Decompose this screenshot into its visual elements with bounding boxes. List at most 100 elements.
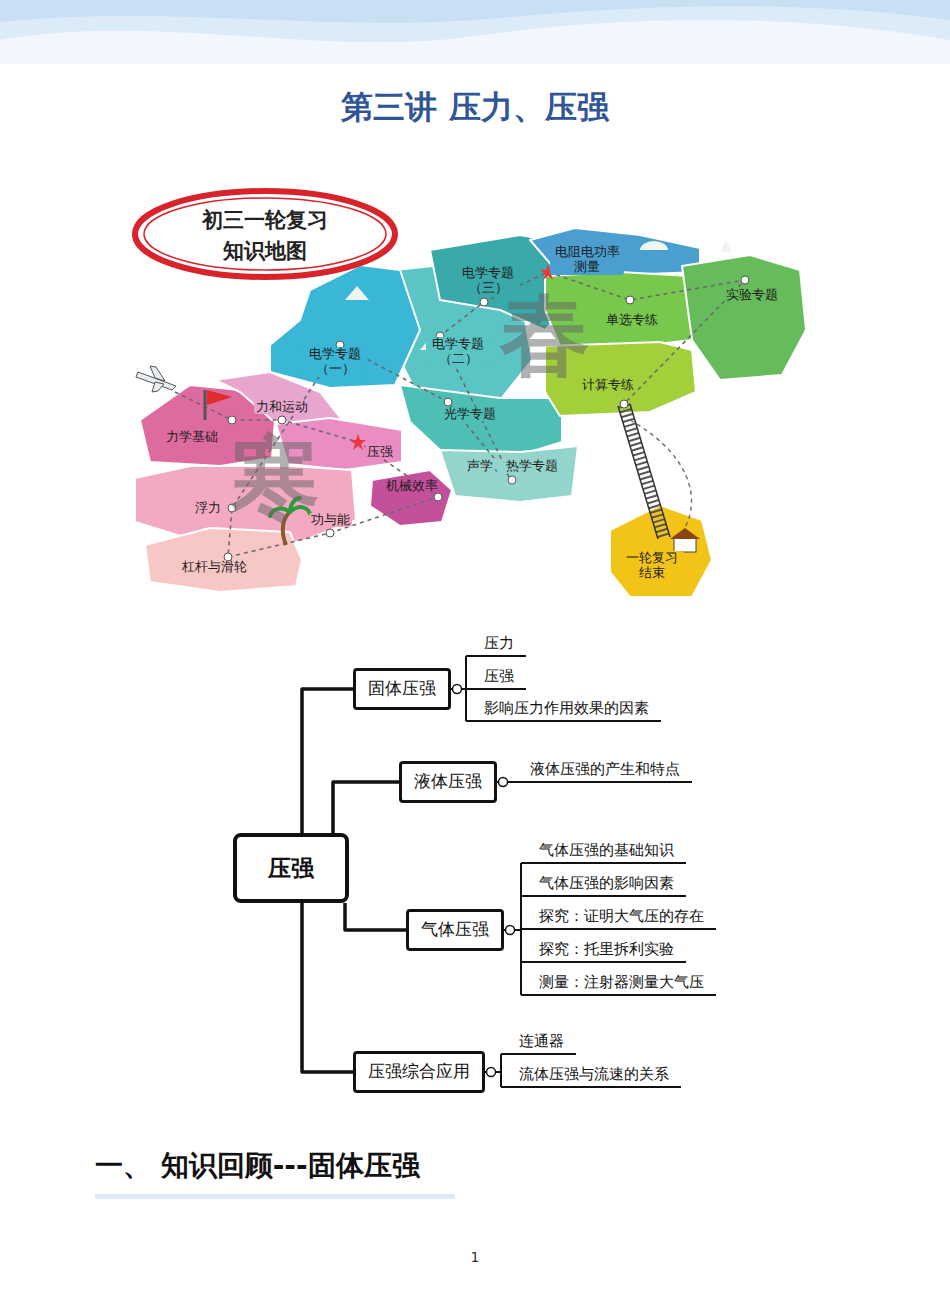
route-dot bbox=[326, 529, 334, 537]
title-stamp-inner bbox=[144, 198, 386, 270]
map-region-label: 计算专练 bbox=[580, 378, 636, 393]
leaf-item: 探究：托里拆利实验 bbox=[521, 938, 686, 963]
map-region bbox=[610, 505, 712, 597]
node-text: 探究：托里拆利实验 bbox=[539, 940, 674, 958]
map-region bbox=[370, 470, 452, 526]
map-region bbox=[530, 228, 700, 275]
node-text: 影响压力作用效果的因素 bbox=[484, 699, 649, 717]
map-region-label: 电学专题 （一） bbox=[303, 347, 367, 377]
route-line bbox=[175, 272, 745, 557]
branch-box: 液体压强 bbox=[399, 761, 497, 802]
node-text: 液体压强的产生和特点 bbox=[530, 760, 680, 778]
branch-dot bbox=[487, 1068, 496, 1077]
railway-rail bbox=[618, 406, 658, 539]
map-region-label: 杠杆与滑轮 bbox=[180, 560, 249, 575]
leaf-item: 液体压强的产生和特点 bbox=[512, 758, 692, 783]
heading-underline bbox=[95, 1194, 455, 1199]
airplane-wing bbox=[150, 366, 165, 392]
connector bbox=[302, 689, 353, 833]
house-wall bbox=[674, 538, 696, 552]
header-band bbox=[0, 0, 950, 64]
map-region-label: 电学专题 （三） bbox=[456, 266, 520, 296]
watermark: 春 bbox=[500, 283, 590, 387]
map-region-label: 一轮复习 结束 bbox=[620, 551, 684, 581]
route-dot bbox=[626, 296, 634, 304]
map-region-label: 机械效率 bbox=[384, 479, 440, 494]
leaf-item: 压强 bbox=[466, 665, 526, 690]
header-wave bbox=[0, 0, 950, 23]
railway-rail bbox=[630, 404, 670, 537]
watermark: 寒 bbox=[230, 426, 320, 530]
connector bbox=[504, 863, 521, 930]
star-marker bbox=[350, 434, 366, 450]
node-text: 连通器 bbox=[519, 1032, 564, 1050]
connector bbox=[333, 782, 399, 833]
railway bbox=[618, 404, 692, 539]
map-region-label: 光学专题 bbox=[442, 407, 498, 422]
node-text: 气体压强 bbox=[421, 919, 489, 940]
route-line bbox=[630, 420, 692, 535]
connector bbox=[345, 903, 406, 930]
connector bbox=[504, 930, 521, 962]
railway-sleepers bbox=[624, 405, 664, 538]
house-roof bbox=[670, 528, 700, 539]
route-dot bbox=[741, 276, 749, 284]
node-text: 流体压强与流速的关系 bbox=[519, 1065, 669, 1083]
title-stamp bbox=[135, 191, 395, 277]
airplane-icon bbox=[136, 366, 176, 392]
route-dot bbox=[480, 298, 488, 306]
house-icon bbox=[670, 528, 700, 552]
map-region bbox=[400, 385, 562, 455]
node-text: 气体压强的基础知识 bbox=[539, 841, 674, 859]
node-text: 气体压强的影响因素 bbox=[539, 874, 674, 892]
flag-icon bbox=[205, 390, 232, 420]
route-dot bbox=[620, 400, 628, 408]
connector bbox=[504, 930, 521, 995]
branch-box: 固体压强 bbox=[353, 668, 451, 709]
branch-box: 压强综合应用 bbox=[353, 1051, 485, 1092]
map-region-label: 电学专题 （二） bbox=[426, 337, 490, 367]
map-region-label: 力和运动 bbox=[254, 400, 310, 415]
node-text: 液体压强 bbox=[414, 771, 482, 792]
route-dot bbox=[278, 416, 286, 424]
leaf-item: 气体压强的基础知识 bbox=[521, 839, 686, 864]
node-text: 测量：注射器测量大气压 bbox=[539, 973, 704, 991]
header-wave bbox=[0, 0, 950, 42]
leaf-item: 探究：证明大气压的存在 bbox=[521, 905, 716, 930]
map-region-label: 电阻电功率 测量 bbox=[550, 245, 624, 275]
map-region-label: 浮力 bbox=[193, 501, 223, 516]
leaf-item: 连通器 bbox=[501, 1030, 576, 1055]
map-region bbox=[440, 446, 578, 502]
map-region bbox=[145, 528, 302, 592]
branch-dot bbox=[506, 926, 515, 935]
route-dot bbox=[508, 476, 516, 484]
map-region bbox=[682, 255, 806, 380]
node-text: 压力 bbox=[484, 634, 514, 652]
map-region-label: 功与能 bbox=[309, 513, 352, 528]
connector bbox=[302, 903, 353, 1072]
map-region bbox=[270, 265, 420, 388]
page-number: 1 bbox=[471, 1249, 480, 1265]
flag-cloth bbox=[207, 390, 232, 405]
root-box: 压强 bbox=[233, 833, 349, 903]
route-dot bbox=[228, 416, 236, 424]
leaf-item: 测量：注射器测量大气压 bbox=[521, 971, 716, 996]
map-region-label: 压强 bbox=[365, 445, 395, 460]
flag-pole bbox=[204, 390, 207, 420]
branch-dot bbox=[453, 685, 462, 694]
leaf-item: 气体压强的影响因素 bbox=[521, 872, 686, 897]
map-region-label: 单选专练 bbox=[604, 313, 660, 328]
leaf-item: 压力 bbox=[466, 632, 526, 657]
map-region-label: 声学、热学专题 bbox=[465, 459, 560, 474]
node-text: 固体压强 bbox=[368, 678, 436, 699]
map-region-label: 力学基础 bbox=[164, 430, 220, 445]
node-text: 压强 bbox=[268, 854, 314, 883]
connector bbox=[504, 896, 521, 930]
node-text: 探究：证明大气压的存在 bbox=[539, 907, 704, 925]
section-heading: 一、 知识回顾---固体压强 bbox=[95, 1150, 420, 1182]
branch-dot bbox=[499, 778, 508, 787]
leaf-item: 流体压强与流速的关系 bbox=[501, 1063, 681, 1088]
stamp-title: 知识地图 bbox=[223, 239, 307, 263]
